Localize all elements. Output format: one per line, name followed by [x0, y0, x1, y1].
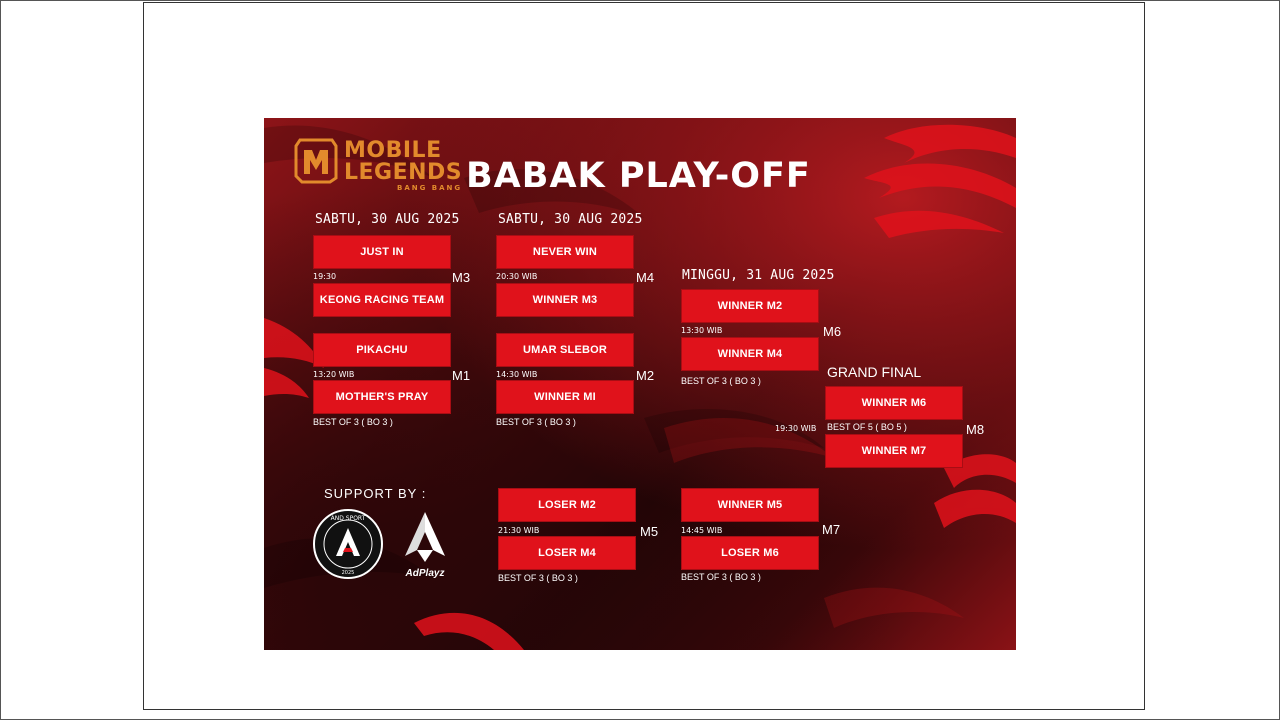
m5-label: M5 [640, 524, 659, 539]
support-by-label: SUPPORT BY : [324, 486, 427, 501]
m4-time: 20:30 WIB [496, 272, 538, 281]
m3-time: 19:30 [313, 272, 337, 281]
m8-team-b: WINNER M7 [825, 434, 963, 468]
playoff-poster: MOBILE LEGENDS BANG BANG BABAK PLAY-OFF … [264, 118, 1016, 650]
m3-team-a: JUST IN [313, 235, 451, 269]
m6-team-a: WINNER M2 [681, 289, 819, 323]
grand-final-heading: GRAND FINAL [827, 364, 922, 380]
and-sport-text: AND SPORT [331, 515, 366, 522]
m6-label: M6 [823, 324, 842, 339]
m8-team-a: WINNER M6 [825, 386, 963, 420]
m3-label: M3 [452, 270, 471, 285]
and-sport-logo: AND SPORT 2025 [313, 509, 383, 579]
m7-label: M7 [822, 522, 841, 537]
m1-team-a: PIKACHU [313, 333, 451, 367]
m1-label: M1 [452, 368, 471, 383]
m2-label: M2 [636, 368, 655, 383]
ml-emblem-icon [294, 138, 338, 184]
m5-format: BEST OF 3 ( BO 3 ) [498, 573, 578, 583]
m7-time: 14:45 WIB [681, 526, 723, 535]
m2-team-b: WINNER MI [496, 380, 634, 414]
adplayz-text: AdPlayz [405, 568, 445, 579]
and-sport-year: 2025 [342, 570, 355, 576]
m6-team-b: WINNER M4 [681, 337, 819, 371]
logo-wordmark: MOBILE LEGENDS BANG BANG [344, 140, 462, 192]
m2-team-a: UMAR SLEBOR [496, 333, 634, 367]
m5-time: 21:30 WIB [498, 526, 540, 535]
m2-format: BEST OF 3 ( BO 3 ) [496, 417, 576, 427]
date-column-1: SABTU, 30 AUG 2025 [315, 212, 460, 227]
date-column-3: MINGGU, 31 AUG 2025 [682, 268, 835, 283]
logo-line-1: MOBILE [344, 138, 442, 163]
m8-label: M8 [966, 422, 985, 437]
m5-team-a: LOSER M2 [498, 488, 636, 522]
logo-line-3: BANG BANG [397, 184, 463, 192]
m7-format: BEST OF 3 ( BO 3 ) [681, 572, 761, 582]
m1-format: BEST OF 3 ( BO 3 ) [313, 417, 393, 427]
m4-team-b: WINNER M3 [496, 283, 634, 317]
m1-team-b: MOTHER'S PRAY [313, 380, 451, 414]
m6-time: 13:30 WIB [681, 326, 723, 335]
date-column-2: SABTU, 30 AUG 2025 [498, 212, 643, 227]
m1-time: 13:20 WIB [313, 370, 355, 379]
m6-format: BEST OF 3 ( BO 3 ) [681, 376, 761, 386]
m8-time: 19:30 WIB [775, 424, 817, 433]
m3-team-b: KEONG RACING TEAM [313, 283, 451, 317]
m7-team-a: WINNER M5 [681, 488, 819, 522]
adplayz-logo: AdPlayz [405, 512, 445, 579]
logo-line-2: LEGENDS [344, 160, 463, 185]
mobile-legends-logo: MOBILE LEGENDS BANG BANG [294, 136, 464, 192]
m5-team-b: LOSER M4 [498, 536, 636, 570]
m2-time: 14:30 WIB [496, 370, 538, 379]
page-title: BABAK PLAY-OFF [466, 156, 811, 196]
m8-format: BEST OF 5 ( BO 5 ) [827, 422, 907, 432]
m4-label: M4 [636, 270, 655, 285]
m4-team-a: NEVER WIN [496, 235, 634, 269]
m7-team-b: LOSER M6 [681, 536, 819, 570]
